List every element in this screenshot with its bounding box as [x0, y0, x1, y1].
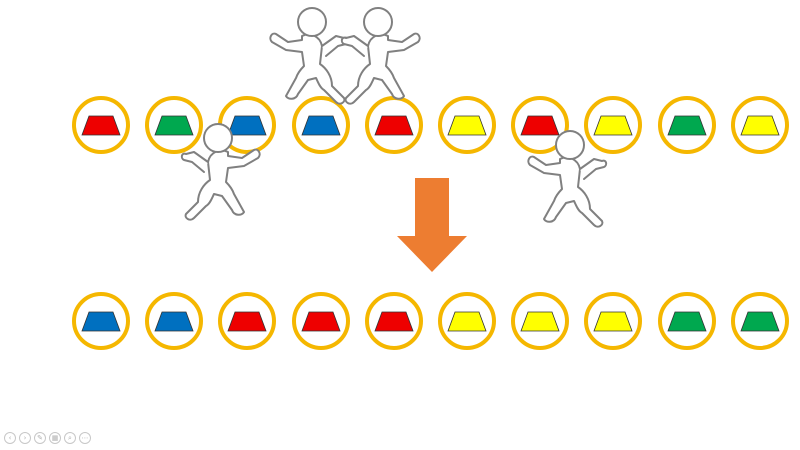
zoom-icon[interactable]: ⌕ [64, 432, 76, 444]
token-red [72, 96, 130, 154]
pen-icon[interactable]: ✎ [34, 432, 46, 444]
token-red [292, 292, 350, 350]
token-yellow [511, 292, 569, 350]
slides-icon[interactable]: ▦ [49, 432, 61, 444]
token-green [731, 292, 789, 350]
trapezoid-green-icon [740, 311, 780, 332]
token-yellow [438, 96, 496, 154]
previous-icon[interactable]: ‹ [4, 432, 16, 444]
trapezoid-green-icon [154, 115, 194, 136]
trapezoid-red-icon [81, 115, 121, 136]
slideshow-nav: ‹›✎▦⌕⋯ [4, 432, 91, 444]
token-yellow [584, 292, 642, 350]
token-red [365, 292, 423, 350]
trapezoid-blue-icon [81, 311, 121, 332]
trapezoid-yellow-icon [593, 311, 633, 332]
more-icon[interactable]: ⋯ [79, 432, 91, 444]
trapezoid-red-icon [227, 311, 267, 332]
trapezoid-yellow-icon [740, 115, 780, 136]
runner-top-right-icon [338, 2, 428, 112]
trapezoid-blue-icon [301, 115, 341, 136]
trapezoid-yellow-icon [520, 311, 560, 332]
token-red [218, 292, 276, 350]
token-blue [145, 292, 203, 350]
trapezoid-green-icon [667, 115, 707, 136]
trapezoid-red-icon [301, 311, 341, 332]
token-green [658, 96, 716, 154]
next-icon[interactable]: › [19, 432, 31, 444]
runner-right-icon [520, 125, 610, 235]
trapezoid-green-icon [667, 311, 707, 332]
token-red [365, 96, 423, 154]
down-arrow-icon [397, 178, 467, 272]
token-green [145, 96, 203, 154]
token-yellow [584, 96, 642, 154]
trapezoid-red-icon [374, 311, 414, 332]
trapezoid-yellow-icon [447, 311, 487, 332]
token-blue [292, 96, 350, 154]
trapezoid-yellow-icon [593, 115, 633, 136]
token-green [658, 292, 716, 350]
token-yellow [438, 292, 496, 350]
trapezoid-red-icon [374, 115, 414, 136]
token-yellow [731, 96, 789, 154]
trapezoid-yellow-icon [447, 115, 487, 136]
runner-left-icon [178, 118, 268, 228]
token-blue [72, 292, 130, 350]
trapezoid-blue-icon [154, 311, 194, 332]
trapezoid-blue-icon [227, 115, 267, 136]
